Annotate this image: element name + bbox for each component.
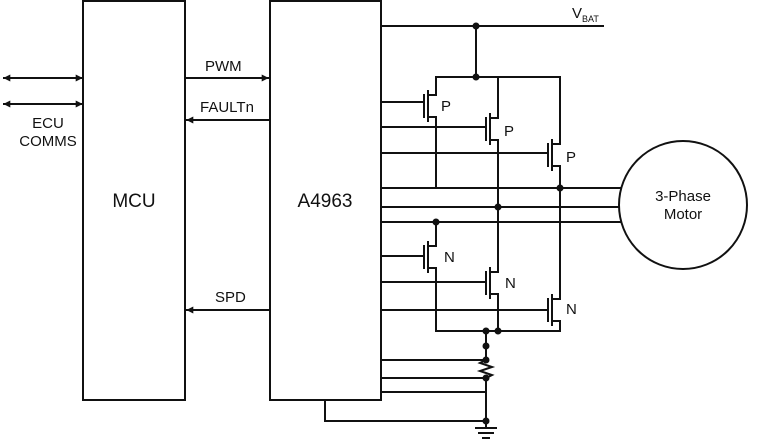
motor-label-line2: Motor	[664, 206, 702, 223]
spd-label: SPD	[215, 289, 246, 306]
vbat-label: VBAT	[572, 5, 599, 24]
ground-symbol	[475, 427, 497, 439]
low-side-return	[435, 327, 561, 347]
low-side-mosfet-c-label: N	[566, 301, 577, 318]
ecu-comms-label-line2: COMMS	[19, 133, 77, 150]
high-side-mosfet-c-label: P	[566, 149, 576, 166]
high-side-mosfet-a: P	[381, 76, 451, 189]
pwm-signal: PWM	[185, 58, 269, 82]
low-side-mosfet-a-label: N	[444, 249, 455, 266]
mcu-label: MCU	[112, 191, 155, 212]
sense-resistor	[381, 342, 496, 393]
high-side-mosfet-a-label: P	[441, 98, 451, 115]
fault-label: FAULTn	[200, 99, 254, 116]
high-side-mosfet-c: P	[381, 76, 576, 223]
a4963-label: A4963	[298, 191, 353, 212]
mcu-block	[82, 0, 186, 401]
ground-connection	[324, 391, 490, 429]
high-side-mosfet-b: P	[381, 76, 514, 208]
ecu-comms-arrows	[3, 74, 83, 108]
high-side-mosfet-b-label: P	[504, 123, 514, 140]
vbat-rail	[381, 22, 604, 81]
motor-phase-lines	[381, 184, 625, 226]
low-side-mosfet-a: N	[381, 221, 455, 332]
a4963-block	[269, 0, 382, 401]
low-side-mosfet-b-label: N	[505, 275, 516, 292]
motor-circle	[618, 140, 748, 270]
motor-label-line1: 3-Phase	[655, 188, 711, 205]
low-side-mosfet-b: N	[381, 206, 516, 332]
ecu-comms-label-line1: ECU	[32, 115, 64, 132]
low-side-mosfet-c: N	[381, 221, 577, 332]
spd-signal: SPD	[186, 289, 269, 314]
fault-signal: FAULTn	[186, 99, 269, 124]
pwm-label: PWM	[205, 58, 242, 75]
